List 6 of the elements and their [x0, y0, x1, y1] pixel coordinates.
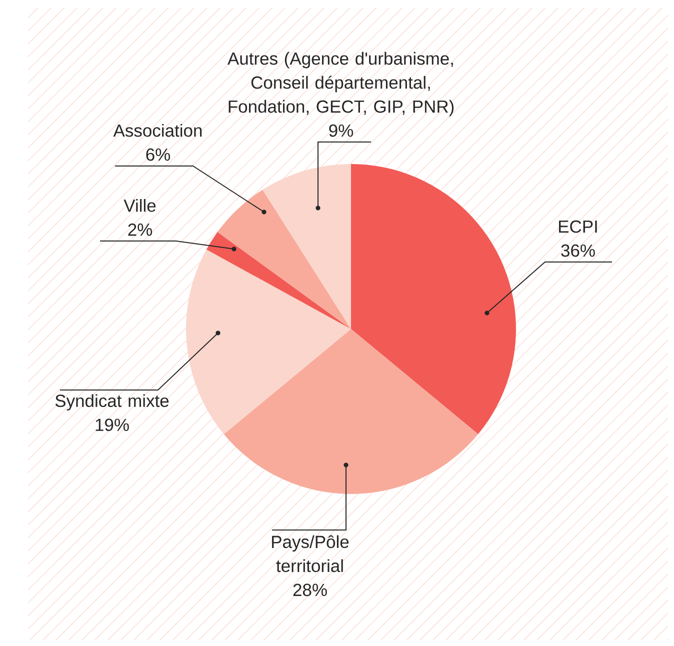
- slice-label: Association 6%: [113, 124, 202, 161]
- slice-label: Autres (Agence d'urbanisme, Conseil départemental, Fondation, GECT, GIP, PNR) 9%: [228, 52, 454, 137]
- slice-label: Pays/Pôle territorial 28%: [272, 535, 349, 596]
- slice-label: Syndicat mixte 19%: [55, 394, 169, 432]
- slice-label: Ville 2%: [124, 199, 156, 236]
- slice-label: ECPI 36%: [559, 220, 597, 257]
